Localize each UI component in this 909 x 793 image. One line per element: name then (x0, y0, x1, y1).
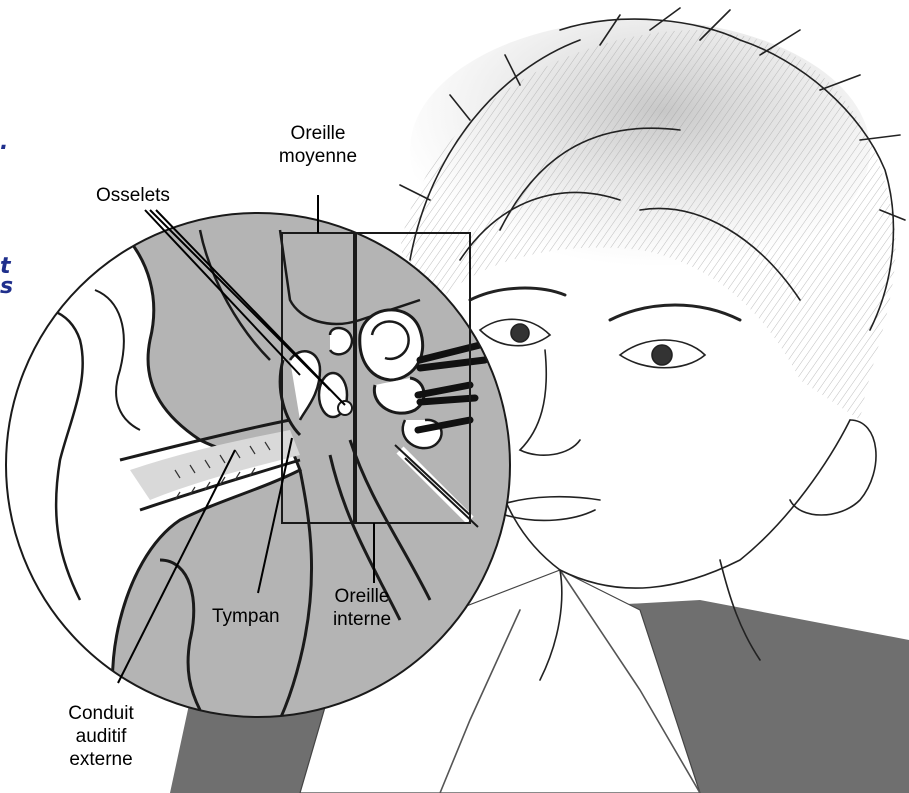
label-conduit-line1: Conduit (56, 702, 146, 725)
label-osselets: Osselets (96, 184, 170, 207)
label-oreille-interne-line2: interne (322, 608, 402, 631)
label-oreille-interne-line1: Oreille (322, 585, 402, 608)
label-oreille-interne: Oreille interne (322, 585, 402, 631)
label-oreille-moyenne-line2: moyenne (268, 145, 368, 168)
side-text-fragment-1: . (0, 132, 8, 154)
label-oreille-moyenne-line1: Oreille (268, 122, 368, 145)
label-tympan: Tympan (212, 605, 280, 628)
label-conduit-auditif-externe: Conduit auditif externe (56, 702, 146, 771)
label-conduit-line3: externe (56, 748, 146, 771)
label-osselets-text: Osselets (96, 185, 170, 206)
side-text-fragment-3: s (0, 276, 13, 298)
label-tympan-text: Tympan (212, 606, 280, 627)
label-conduit-line2: auditif (56, 725, 146, 748)
label-oreille-moyenne: Oreille moyenne (268, 122, 368, 168)
